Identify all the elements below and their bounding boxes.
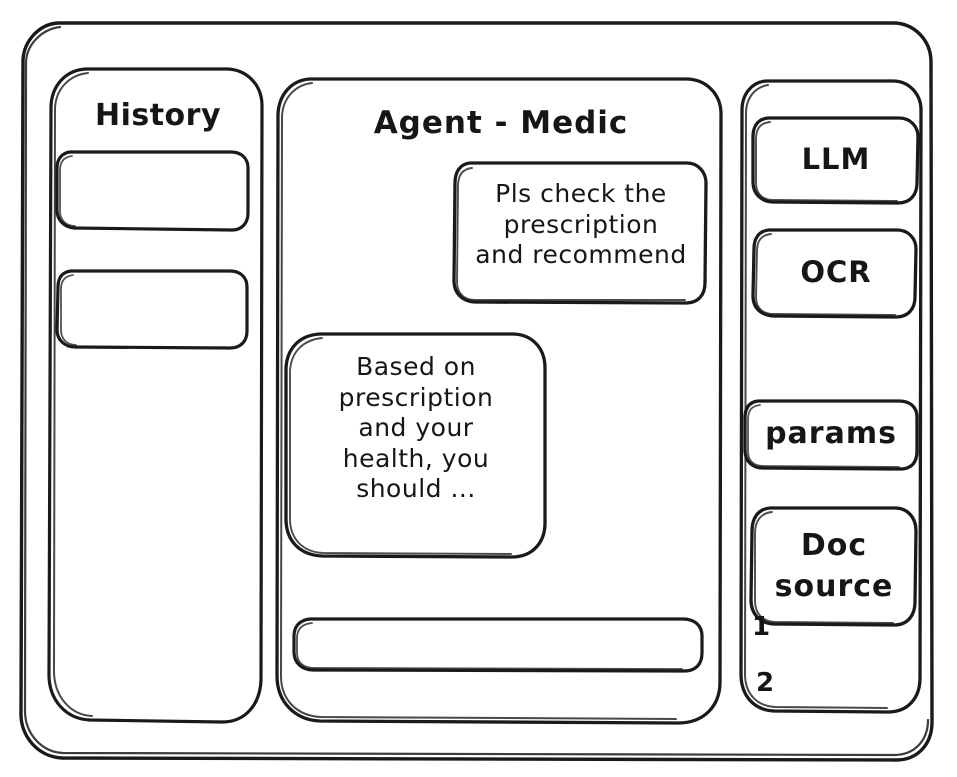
- message-input[interactable]: [288, 612, 712, 678]
- doc-source-item-1[interactable]: 1: [752, 612, 770, 642]
- llm-button[interactable]: LLM: [746, 110, 926, 210]
- history-item[interactable]: [52, 264, 254, 354]
- doc-source-item-1-label: 1: [752, 612, 771, 642]
- assistant-message-bubble: Based on prescription and your health, y…: [280, 327, 552, 565]
- params-button[interactable]: params: [740, 394, 922, 476]
- doc-source-item-2-label: 2: [756, 668, 775, 698]
- doc-source-button[interactable]: Doc source: [744, 500, 924, 632]
- ocr-button[interactable]: OCR: [746, 222, 926, 324]
- history-item[interactable]: [52, 146, 254, 236]
- user-message-bubble: Pls check the prescription and recommend: [448, 155, 714, 310]
- doc-source-item-2[interactable]: 2: [756, 668, 774, 698]
- tools-panel: [736, 74, 928, 720]
